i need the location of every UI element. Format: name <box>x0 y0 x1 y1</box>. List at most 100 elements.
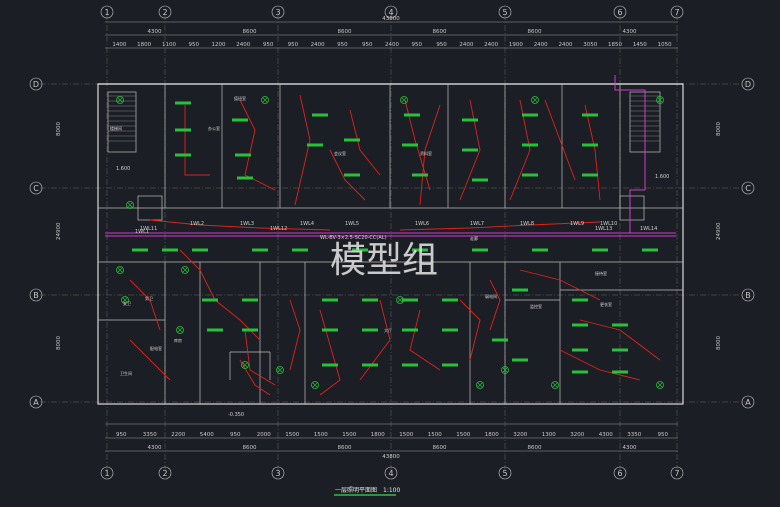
fluorescent-fixture <box>307 143 323 147</box>
axis-bubble-bottom-4-label: 4 <box>388 469 393 478</box>
axis-bubble-right-A-label: A <box>745 398 751 407</box>
dimension-value: 1500 <box>456 432 470 438</box>
fluorescent-fixture <box>352 248 368 252</box>
dimension-value: 2400 <box>236 42 250 48</box>
dimension-value: 950 <box>116 432 127 438</box>
axis-bubble-top-7 <box>670 5 684 19</box>
circuit-label: 1WL13 <box>595 226 612 232</box>
fluorescent-fixture <box>402 298 418 302</box>
fluorescent-fixture <box>237 176 253 180</box>
lighting-circuit-wires <box>129 94 661 396</box>
fluorescent-fixture <box>344 173 360 177</box>
ceiling-lamp <box>396 296 404 304</box>
fluorescent-fixture <box>572 348 588 352</box>
circuit-label: 1WL9 <box>570 221 584 227</box>
dimension-value: 1900 <box>509 42 523 48</box>
ceiling-lamp <box>261 96 269 104</box>
room-label: 楼梯间 <box>110 125 122 131</box>
dimension-value: 2400 <box>534 42 548 48</box>
fluorescent-fixture <box>232 118 248 122</box>
fluorescent-fixture <box>312 113 328 117</box>
ceiling-lamp <box>531 96 539 104</box>
dimension-value: 3050 <box>583 42 597 48</box>
axis-bubble-bottom-1-label: 1 <box>104 469 109 478</box>
fluorescent-fixture <box>492 338 508 342</box>
axis-bubble-bottom-4 <box>384 466 398 480</box>
corridor-cable-text: WL-BV-3×2.5-SC20-CC(AL) <box>320 235 387 241</box>
fluorescent-fixture <box>472 248 488 252</box>
dimension-value: 2400 <box>385 42 399 48</box>
elevation-mark: -0.350 <box>228 412 244 418</box>
fluorescent-fixture <box>362 363 378 367</box>
room-label: 监控室 <box>530 303 542 309</box>
dimension-value: 4300 <box>148 445 162 451</box>
axis-bubble-top-5-label: 5 <box>502 8 507 17</box>
corridor-cable-tray <box>105 75 676 237</box>
fluorescent-fixture <box>344 138 360 142</box>
ceiling-lamp <box>400 96 408 104</box>
ceiling-lamp <box>276 366 284 374</box>
fluorescent-fixture <box>442 298 458 302</box>
ceiling-lamp <box>126 201 134 209</box>
fluorescent-fixture <box>362 298 378 302</box>
dimension-value: 950 <box>362 42 373 48</box>
fluorescent-fixture <box>442 363 458 367</box>
room-label: 更衣室 <box>600 301 612 307</box>
axis-bubble-right-D-label: D <box>745 80 751 89</box>
building-walls <box>97 83 684 405</box>
side-dim-right: 8000 <box>716 122 722 136</box>
axis-bubble-top-1 <box>100 5 114 19</box>
axis-bubble-left-D-label: D <box>33 80 39 89</box>
fluorescent-fixture <box>522 173 538 177</box>
ceiling-lamp <box>476 381 484 389</box>
axis-bubble-bottom-6 <box>613 466 627 480</box>
circuit-label: 1WL11 <box>140 226 157 232</box>
side-dim-right: 24900 <box>716 222 722 240</box>
fluorescent-fixture <box>242 328 258 332</box>
level-mark-right: 1.600 <box>655 174 669 180</box>
fluorescent-fixture <box>522 143 538 147</box>
fluorescent-fixture <box>572 323 588 327</box>
side-dim-left: 24900 <box>56 222 62 240</box>
room-label: 资料室 <box>420 150 432 156</box>
fluorescent-fixture <box>412 173 428 177</box>
axis-bubble-top-1-label: 1 <box>104 8 109 17</box>
axis-bubble-top-4 <box>384 5 398 19</box>
fluorescent-fixture <box>322 328 338 332</box>
fluorescent-fixture <box>612 348 628 352</box>
dimension-value: 950 <box>288 42 299 48</box>
fluorescent-fixture <box>362 328 378 332</box>
dimension-value: 4300 <box>148 29 162 35</box>
side-dim-left: 8000 <box>56 122 62 136</box>
top-dimensions <box>105 21 678 49</box>
dimension-value: 2400 <box>459 42 473 48</box>
dimension-value: 4300 <box>623 29 637 35</box>
dimension-value: 4300 <box>623 445 637 451</box>
fluorescent-fixture <box>402 143 418 147</box>
fluorescent-fixture <box>202 298 218 302</box>
circuit-label: 1WL8 <box>520 221 534 227</box>
dimension-value: 1500 <box>285 432 299 438</box>
ceiling-lamp <box>176 326 184 334</box>
fluorescent-fixture <box>442 328 458 332</box>
room-label: 卫生间 <box>120 370 132 376</box>
axis-bubble-top-6-label: 6 <box>617 8 622 17</box>
drawing-title: 一层照明平面图 <box>335 487 377 494</box>
dimension-value: 2400 <box>311 42 325 48</box>
dimension-value: 2200 <box>171 432 185 438</box>
room-label: 大厅 <box>384 327 392 333</box>
ceiling-lamp <box>311 381 319 389</box>
circuit-label: 1WL12 <box>270 226 287 232</box>
dimension-value: 8600 <box>243 29 257 35</box>
axis-bubble-right-B-label: B <box>745 291 751 300</box>
room-label: 接待室 <box>595 270 607 276</box>
axis-bubble-right-A <box>741 395 755 409</box>
dimension-value: 950 <box>263 42 274 48</box>
circuit-label: 1WL1 <box>135 229 149 235</box>
